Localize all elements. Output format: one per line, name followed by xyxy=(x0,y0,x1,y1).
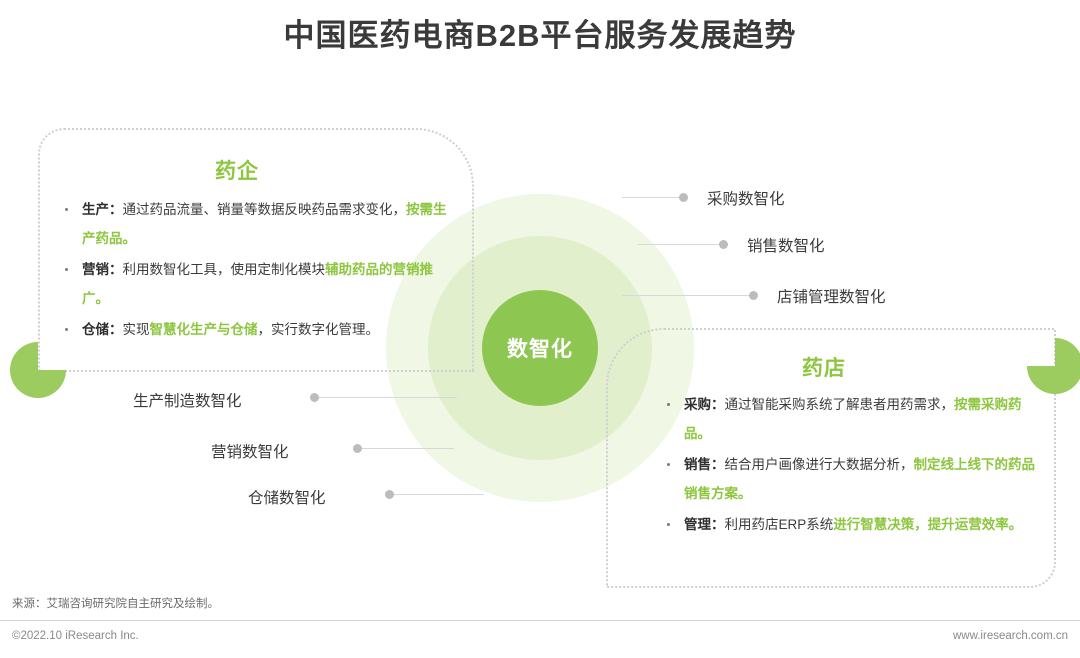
connector-dot-left-1 xyxy=(310,393,319,402)
center-label: 数智化 xyxy=(507,338,573,361)
bullet-key: 采购： xyxy=(684,397,725,412)
pharmacy-panel xyxy=(606,328,1056,588)
inner-circle xyxy=(482,290,598,406)
bullet-pre: 结合用户画像进行大数据分析， xyxy=(724,457,914,472)
connector-dot-left-2 xyxy=(353,444,362,453)
bullet-pre: 利用数智化工具，使用定制化模块 xyxy=(122,262,326,277)
connector-line-right-2 xyxy=(638,244,720,245)
connector-label-left-1: 生产制造数智化 xyxy=(133,393,242,410)
connector-label-right-1: 采购数智化 xyxy=(707,191,785,208)
connector-line-right-1 xyxy=(622,197,680,198)
bullet-item: 销售：结合用户画像进行大数据分析，制定线上线下的药品销售方案。 xyxy=(660,450,1048,508)
bullet-highlight: 制定线上线下的药品销售方案。 xyxy=(684,457,1035,501)
copyright-text: ©2022.10 iResearch Inc. xyxy=(12,630,139,642)
page-title: 中国医药电商B2B平台服务发展趋势 xyxy=(283,18,797,53)
bullet-highlight: 进行智慧决策，提升运营效率。 xyxy=(833,517,1023,532)
connector-dot-right-1 xyxy=(679,193,688,202)
bullet-item: 生产：通过药品流量、销量等数据反映药品需求变化，按需生产药品。 xyxy=(58,195,458,253)
bullet-item: 营销：利用数智化工具，使用定制化模块辅助药品的营销推广。 xyxy=(58,255,458,313)
pharmacy-bullets: 采购：通过智能采购系统了解患者用药需求，按需采购药品。 销售：结合用户画像进行大… xyxy=(660,390,1048,541)
green-accent-right-icon xyxy=(1026,337,1080,395)
pharma-enterprise-panel xyxy=(38,128,474,372)
bullet-highlight: 辅助药品的营销推广。 xyxy=(82,262,433,306)
connector-dot-right-2 xyxy=(719,240,728,249)
connector-label-left-2: 营销数智化 xyxy=(211,444,289,461)
bullet-highlight: 智慧化生产与仓储 xyxy=(149,322,258,337)
pharma-enterprise-heading: 药企 xyxy=(215,160,259,183)
bullet-pre: 实现 xyxy=(122,322,150,337)
bullet-post: ，实行数字化管理。 xyxy=(257,322,380,337)
pharma-enterprise-bullets: 生产：通过药品流量、销量等数据反映药品需求变化，按需生产药品。 营销：利用数智化… xyxy=(58,195,458,346)
pharmacy-heading: 药店 xyxy=(802,357,846,380)
footer-divider xyxy=(0,620,1080,621)
bullet-pre: 通过药品流量、销量等数据反映药品需求变化， xyxy=(122,202,407,217)
bullet-pre: 通过智能采购系统了解患者用药需求， xyxy=(724,397,955,412)
bullet-key: 仓储： xyxy=(82,322,123,337)
connector-label-right-2: 销售数智化 xyxy=(747,238,825,255)
connector-line-left-1 xyxy=(319,397,457,398)
source-note: 来源：艾瑞咨询研究院自主研究及绘制。 xyxy=(12,598,219,610)
bullet-pre: 利用药店ERP系统 xyxy=(724,517,834,532)
bullet-item: 仓储：实现智慧化生产与仓储，实行数字化管理。 xyxy=(58,315,458,344)
connector-label-left-3: 仓储数智化 xyxy=(248,490,326,507)
bullet-highlight: 按需采购药品。 xyxy=(684,397,1022,441)
connector-line-left-2 xyxy=(362,448,454,449)
bullet-highlight: 按需生产药品。 xyxy=(82,202,447,246)
connector-dot-left-3 xyxy=(385,490,394,499)
bullet-key: 销售： xyxy=(684,457,725,472)
bullet-item: 管理：利用药店ERP系统进行智慧决策，提升运营效率。 xyxy=(660,510,1048,539)
connector-dot-right-3 xyxy=(749,291,758,300)
green-accent-left-icon xyxy=(9,341,67,399)
bullet-key: 生产： xyxy=(82,202,123,217)
connector-label-right-3: 店铺管理数智化 xyxy=(777,289,886,306)
website-text: www.iresearch.com.cn xyxy=(952,630,1068,642)
bullet-key: 营销： xyxy=(82,262,123,277)
connector-line-left-3 xyxy=(394,494,484,495)
connector-line-right-3 xyxy=(622,295,750,296)
bullet-key: 管理： xyxy=(684,517,725,532)
bullet-item: 采购：通过智能采购系统了解患者用药需求，按需采购药品。 xyxy=(660,390,1048,448)
